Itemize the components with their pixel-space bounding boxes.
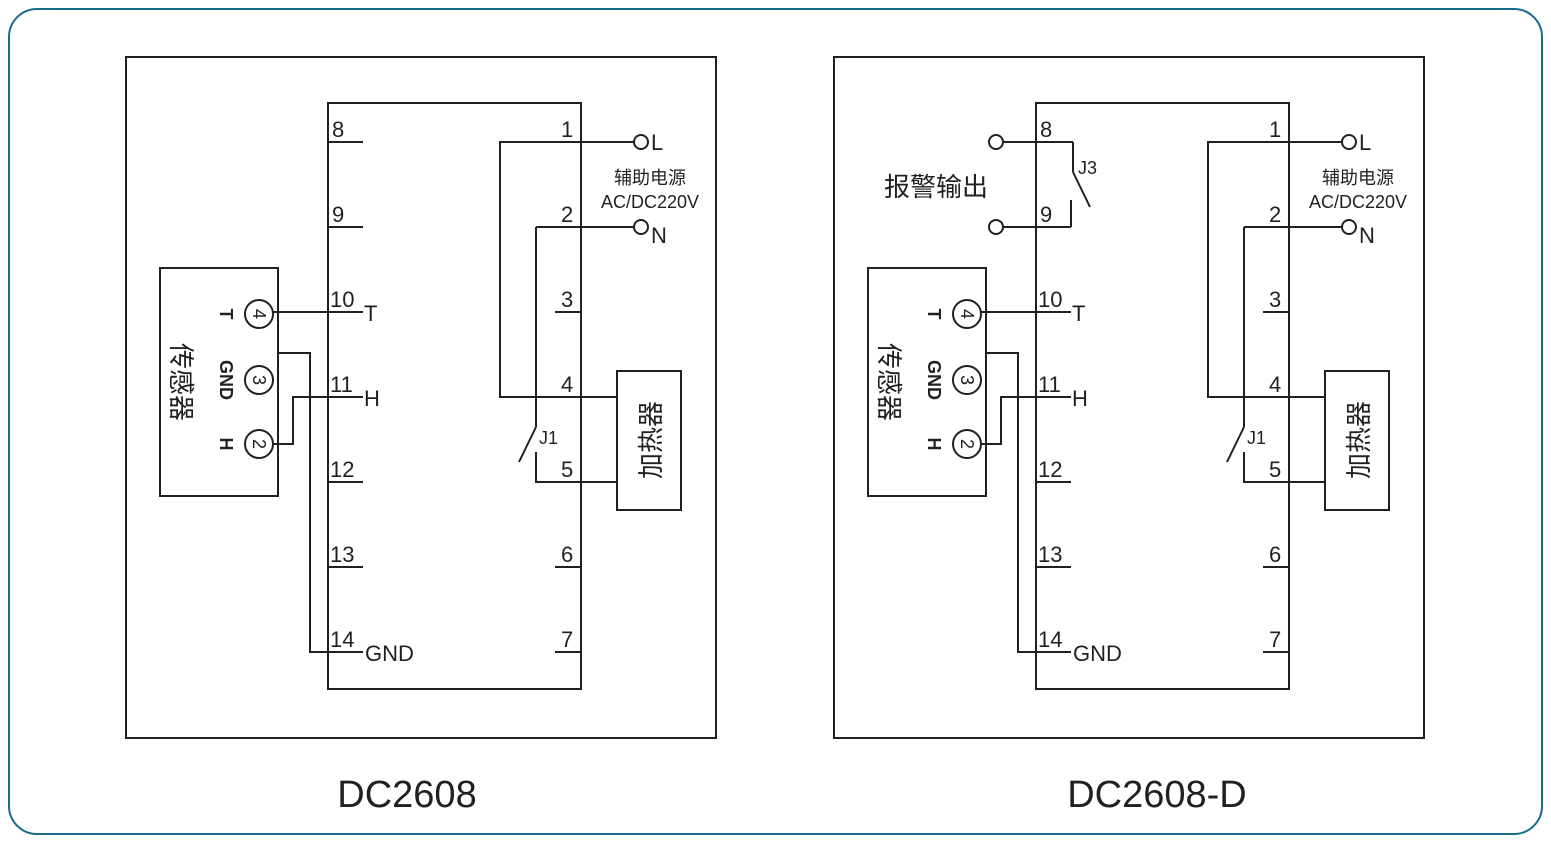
sensor-box [867, 267, 987, 497]
terminal-10-label: T [364, 301, 377, 326]
relay-j3-label: J3 [1078, 158, 1097, 178]
terminal-7: 7 [1269, 627, 1281, 652]
alarm-output-label: 报警输出 [884, 172, 988, 202]
terminal-1: 1 [561, 117, 573, 142]
terminal-n-circle [1341, 219, 1357, 235]
terminal-14: 14 [1038, 627, 1062, 652]
sensor-pin-4-number: 4 [249, 309, 269, 319]
diagram-dc2608-d: 8 9 10 11 12 13 14 T H GND 1 2 3 4 5 6 7… [833, 56, 1425, 816]
sensor-label: 传感器 [874, 343, 904, 421]
terminal-10-label: T [1072, 301, 1085, 326]
terminal-11-label: H [364, 386, 380, 411]
terminal-5: 5 [561, 457, 573, 482]
terminal-6: 6 [561, 542, 573, 567]
sensor-pin-h-label: H [924, 438, 944, 451]
terminal-11: 11 [330, 372, 353, 397]
terminal-1: 1 [1269, 117, 1281, 142]
sensor-pin-t-label: T [924, 309, 944, 320]
power-line-label: L [1359, 130, 1371, 155]
terminal-13: 13 [1038, 542, 1062, 567]
terminal-3: 3 [1269, 287, 1281, 312]
terminal-12: 12 [1038, 457, 1062, 482]
sensor-pin-h-label: H [216, 438, 236, 451]
relay-j1-label: J1 [539, 428, 558, 448]
sensor-pin-2-number: 2 [957, 439, 977, 449]
terminal-12: 12 [330, 457, 354, 482]
sensor-pin-t-label: T [216, 309, 236, 320]
sensor-pin-2-number: 2 [249, 439, 269, 449]
sensor-pin-3-number: 3 [249, 375, 269, 385]
terminal-13: 13 [330, 542, 354, 567]
heater-box [1324, 370, 1390, 511]
power-spec: AC/DC220V [1309, 192, 1407, 212]
terminal-10: 10 [1038, 287, 1062, 312]
heater-label: 加热器 [1344, 401, 1374, 479]
alarm-terminal-bottom [988, 219, 1004, 235]
heater-label: 加热器 [636, 401, 666, 479]
terminal-14-label: GND [365, 641, 414, 666]
terminal-5: 5 [1269, 457, 1281, 482]
terminal-9: 9 [332, 202, 344, 227]
power-line-label: L [651, 130, 663, 155]
sensor-pin-4 [244, 299, 274, 329]
terminal-11-label: H [1072, 386, 1088, 411]
diagram-border [833, 56, 1425, 739]
heater-box [616, 370, 682, 511]
power-title: 辅助电源 [1322, 168, 1394, 188]
sensor-pin-4-number: 4 [957, 309, 977, 319]
relay-j1-label: J1 [1247, 428, 1266, 448]
sensor-pin-3 [244, 365, 274, 395]
model-title: DC2608 [337, 774, 476, 816]
sensor-pin-gnd-label: GND [924, 360, 944, 400]
sensor-pin-4 [952, 299, 982, 329]
power-spec: AC/DC220V [601, 192, 699, 212]
sensor-pin-3-number: 3 [957, 375, 977, 385]
terminal-n-circle [633, 219, 649, 235]
terminal-6: 6 [1269, 542, 1281, 567]
sensor-box [159, 267, 279, 497]
outer-frame [8, 8, 1543, 835]
terminal-3: 3 [561, 287, 573, 312]
sensor-pin-gnd-label: GND [216, 360, 236, 400]
terminal-9: 9 [1040, 202, 1052, 227]
power-title: 辅助电源 [614, 168, 686, 188]
sensor-pin-3 [952, 365, 982, 395]
power-neutral-label: N [651, 223, 667, 248]
terminal-7: 7 [561, 627, 573, 652]
sensor-label: 传感器 [166, 343, 196, 421]
terminal-4: 4 [1269, 372, 1281, 397]
terminal-2: 2 [561, 202, 573, 227]
terminal-11: 11 [1038, 372, 1061, 397]
alarm-terminal-top [988, 134, 1004, 150]
terminal-8: 8 [332, 117, 344, 142]
terminal-l-circle [633, 134, 649, 150]
terminal-14-label: GND [1073, 641, 1122, 666]
model-title: DC2608-D [1067, 774, 1247, 816]
diagram-border [125, 56, 717, 739]
terminal-4: 4 [561, 372, 573, 397]
diagram-dc2608: 8 9 10 11 12 13 14 T H GND 1 2 3 4 5 6 7… [125, 56, 717, 816]
power-neutral-label: N [1359, 223, 1375, 248]
terminal-8: 8 [1040, 117, 1052, 142]
terminal-10: 10 [330, 287, 354, 312]
terminal-14: 14 [330, 627, 354, 652]
terminal-2: 2 [1269, 202, 1281, 227]
terminal-l-circle [1341, 134, 1357, 150]
